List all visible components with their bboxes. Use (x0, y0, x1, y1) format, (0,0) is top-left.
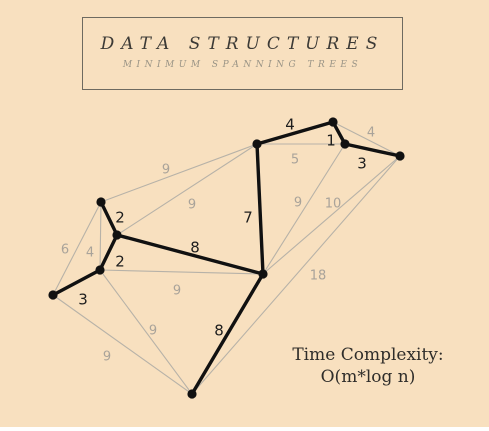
edge-E-I (262, 155, 401, 275)
edge-weight-C-D: 2 (115, 253, 125, 271)
complexity-label: Time Complexity: (292, 345, 444, 365)
edge-J-I (191, 155, 401, 395)
mst-edge-D-B (99, 200, 119, 237)
edge-weight-C-J: 9 (149, 324, 157, 339)
graph-node-C (95, 265, 105, 275)
edge-weight-J-I: 18 (310, 269, 327, 284)
edge-weight-E-F: 7 (243, 209, 253, 227)
edge-E-H (262, 143, 346, 275)
edge-D-F (116, 143, 258, 236)
graph-node-B (96, 197, 106, 207)
edge-weight-H-I: 3 (357, 155, 367, 173)
edge-weight-D-B: 2 (115, 209, 125, 227)
edge-weight-C-E: 9 (173, 284, 181, 299)
graph-node-J (187, 389, 197, 399)
edge-weight-A-J: 9 (103, 350, 111, 365)
mst-edge-E-J (190, 272, 265, 396)
non-mst-edges (52, 121, 401, 395)
graph-node-G (328, 117, 338, 127)
graph-node-E (258, 269, 268, 279)
edge-C-B (99, 201, 102, 271)
graph-nodes (48, 117, 405, 399)
graph-node-F (252, 139, 262, 149)
edge-weight-G-H: 1 (326, 132, 336, 150)
graph-node-D (112, 230, 122, 240)
edge-weight-A-B: 6 (61, 243, 69, 258)
mst-edge-H-I (343, 142, 402, 158)
edge-weight-F-H: 5 (291, 153, 299, 168)
graph-node-A (48, 290, 58, 300)
graph-node-I (395, 151, 405, 161)
edge-weight-B-F: 9 (162, 163, 170, 178)
edge-A-B (52, 201, 102, 296)
edge-weight-G-I: 4 (367, 126, 375, 141)
edge-A-J (52, 294, 193, 395)
title: DATA STRUCTURES (100, 34, 385, 54)
edge-G-I (332, 121, 401, 157)
mst-edge-E-F (255, 142, 265, 276)
mst-edge-C-D (98, 233, 119, 272)
title-box: DATA STRUCTURES MINIMUM SPANNING TREES (82, 17, 403, 90)
subtitle: MINIMUM SPANNING TREES (122, 60, 363, 70)
edge-weight-D-F: 9 (188, 198, 196, 213)
edge-B-F (100, 143, 258, 203)
mst-edge-A-C (51, 268, 102, 297)
edge-weight-E-I: 10 (325, 197, 342, 212)
edge-weight-E-J: 8 (214, 322, 224, 340)
mst-edge-D-E (115, 233, 265, 276)
edge-weight-F-G: 4 (285, 116, 295, 134)
edge-weight-A-C: 3 (78, 291, 88, 309)
complexity-note: Time Complexity: O(m*log n) (270, 344, 466, 388)
mst-edge-F-G (255, 120, 335, 146)
graph-node-H (340, 139, 350, 149)
edge-C-J (99, 269, 193, 395)
edge-weight-C-B: 4 (86, 246, 94, 261)
edge-C-E (99, 269, 264, 275)
edge-weight-E-H: 9 (294, 196, 302, 211)
complexity-formula: O(m*log n) (320, 367, 416, 387)
edge-weight-D-E: 8 (190, 239, 200, 257)
